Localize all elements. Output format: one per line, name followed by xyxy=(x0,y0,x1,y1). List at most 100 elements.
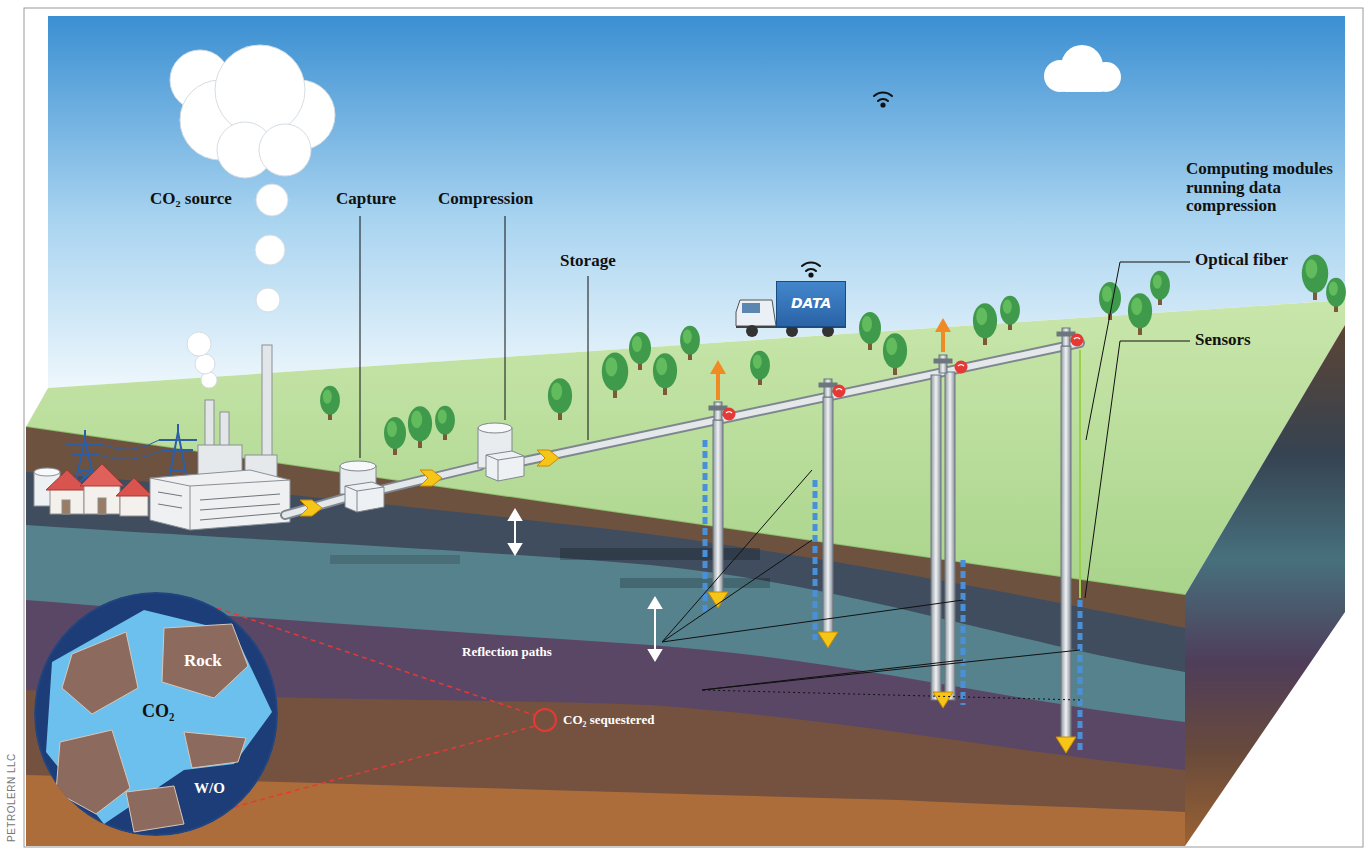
injection-well xyxy=(1057,332,1075,336)
tree-canopy xyxy=(753,354,762,368)
block-side-face xyxy=(1185,325,1345,846)
sensor-array xyxy=(705,440,1080,752)
leader-line xyxy=(360,216,1190,598)
smoke-plume xyxy=(256,184,288,216)
leader-line xyxy=(1085,341,1190,598)
capture-unit xyxy=(345,482,384,512)
leader-line xyxy=(1086,262,1190,440)
tree-canopy xyxy=(1102,286,1112,302)
power-plant xyxy=(150,345,290,530)
tree-canopy xyxy=(1305,259,1317,278)
sensor-array xyxy=(961,560,966,705)
power-pylon xyxy=(99,440,163,459)
thickness-arrow xyxy=(649,598,661,608)
injection-well xyxy=(1062,328,1070,346)
down-arrow xyxy=(818,632,838,648)
tree-canopy xyxy=(1003,299,1012,313)
reflection-path xyxy=(662,470,1080,700)
component-label: Optical fiber xyxy=(1195,251,1288,270)
tree-canopy xyxy=(750,351,770,380)
houses xyxy=(46,470,88,490)
tree-canopy xyxy=(656,358,667,376)
up-arrow xyxy=(710,360,726,374)
cloud xyxy=(1058,74,1108,92)
flow-arrow xyxy=(300,500,322,516)
power-plant xyxy=(150,470,290,530)
computing-module-icon xyxy=(723,334,1084,421)
injection-well xyxy=(824,379,832,397)
down-arrow xyxy=(708,592,1076,753)
thickness-arrow xyxy=(654,606,656,652)
rock-strata xyxy=(26,400,1186,850)
houses xyxy=(98,498,106,514)
component-label: Capture xyxy=(336,190,396,209)
flow-arrow xyxy=(300,450,559,516)
rock-grain-shape xyxy=(162,624,248,698)
tree-canopy xyxy=(1131,298,1142,316)
tree-canopy xyxy=(1000,296,1020,325)
tree-canopy xyxy=(683,329,692,343)
tree-canopy xyxy=(551,383,562,401)
tree-canopy xyxy=(323,389,332,403)
component-label: Compression xyxy=(438,190,533,209)
wifi-symbol xyxy=(806,269,816,271)
down-arrow xyxy=(933,692,953,708)
tree-canopy xyxy=(680,326,700,355)
tree-canopy xyxy=(1153,274,1162,288)
compression-unit xyxy=(498,460,499,481)
reflection-path xyxy=(702,690,1080,700)
up-arrow xyxy=(941,330,945,352)
rock-grain-shape xyxy=(184,732,246,768)
injection-well xyxy=(1061,346,1071,745)
smoke-plume xyxy=(215,45,305,135)
capture-unit xyxy=(340,461,384,512)
smoke-plume xyxy=(195,354,215,374)
tree-canopy xyxy=(384,417,406,449)
sensor-array xyxy=(703,440,708,612)
pipeline xyxy=(285,343,1080,515)
pore-inset-circle: CO₂W/ORock xyxy=(34,592,278,836)
injection-well xyxy=(819,383,837,387)
annotation-label: Reflection paths xyxy=(462,645,552,659)
rock-strata xyxy=(560,548,760,560)
cloud xyxy=(1044,45,1121,92)
smoke-plume xyxy=(259,124,311,176)
up-arrow xyxy=(935,318,951,332)
injection-well xyxy=(709,406,727,410)
computing-module-icon xyxy=(726,338,1080,413)
computing-module-icon xyxy=(833,385,846,398)
tree-canopy xyxy=(973,303,997,338)
tree-canopy xyxy=(1326,278,1346,307)
tree-canopy xyxy=(976,308,987,326)
injection-well xyxy=(823,397,833,640)
rock-grain-shape xyxy=(126,786,184,832)
tree-canopy xyxy=(1150,271,1170,300)
tree-canopy xyxy=(435,406,455,435)
component-label: Storage xyxy=(560,252,616,271)
compression-unit xyxy=(478,423,512,433)
rock-grain-shape xyxy=(56,730,130,814)
thickness-arrow xyxy=(514,518,516,546)
thickness-arrow xyxy=(509,510,521,520)
compression-unit xyxy=(486,451,524,481)
injection-well xyxy=(934,359,952,363)
tree-canopy xyxy=(632,336,642,352)
tree-canopy xyxy=(862,316,872,332)
leader-line xyxy=(505,216,506,420)
up-arrow xyxy=(710,318,951,400)
block-side-face xyxy=(1185,325,1345,846)
tree-canopy xyxy=(1302,254,1328,292)
truck xyxy=(746,325,758,337)
storage-tank xyxy=(34,468,60,476)
optical-fiber-line xyxy=(1079,350,1081,598)
power-plant xyxy=(158,492,280,520)
fluid-label: CO₂ xyxy=(142,702,174,722)
component-label: Computing modules running data compressi… xyxy=(1186,160,1362,216)
tree-canopy xyxy=(408,406,432,441)
thickness-arrow xyxy=(649,650,661,660)
capture-unit xyxy=(340,461,376,471)
leader-line xyxy=(360,216,361,458)
sequestration-marker xyxy=(534,709,556,731)
watermark: PETROLERN LLC xyxy=(6,753,17,842)
